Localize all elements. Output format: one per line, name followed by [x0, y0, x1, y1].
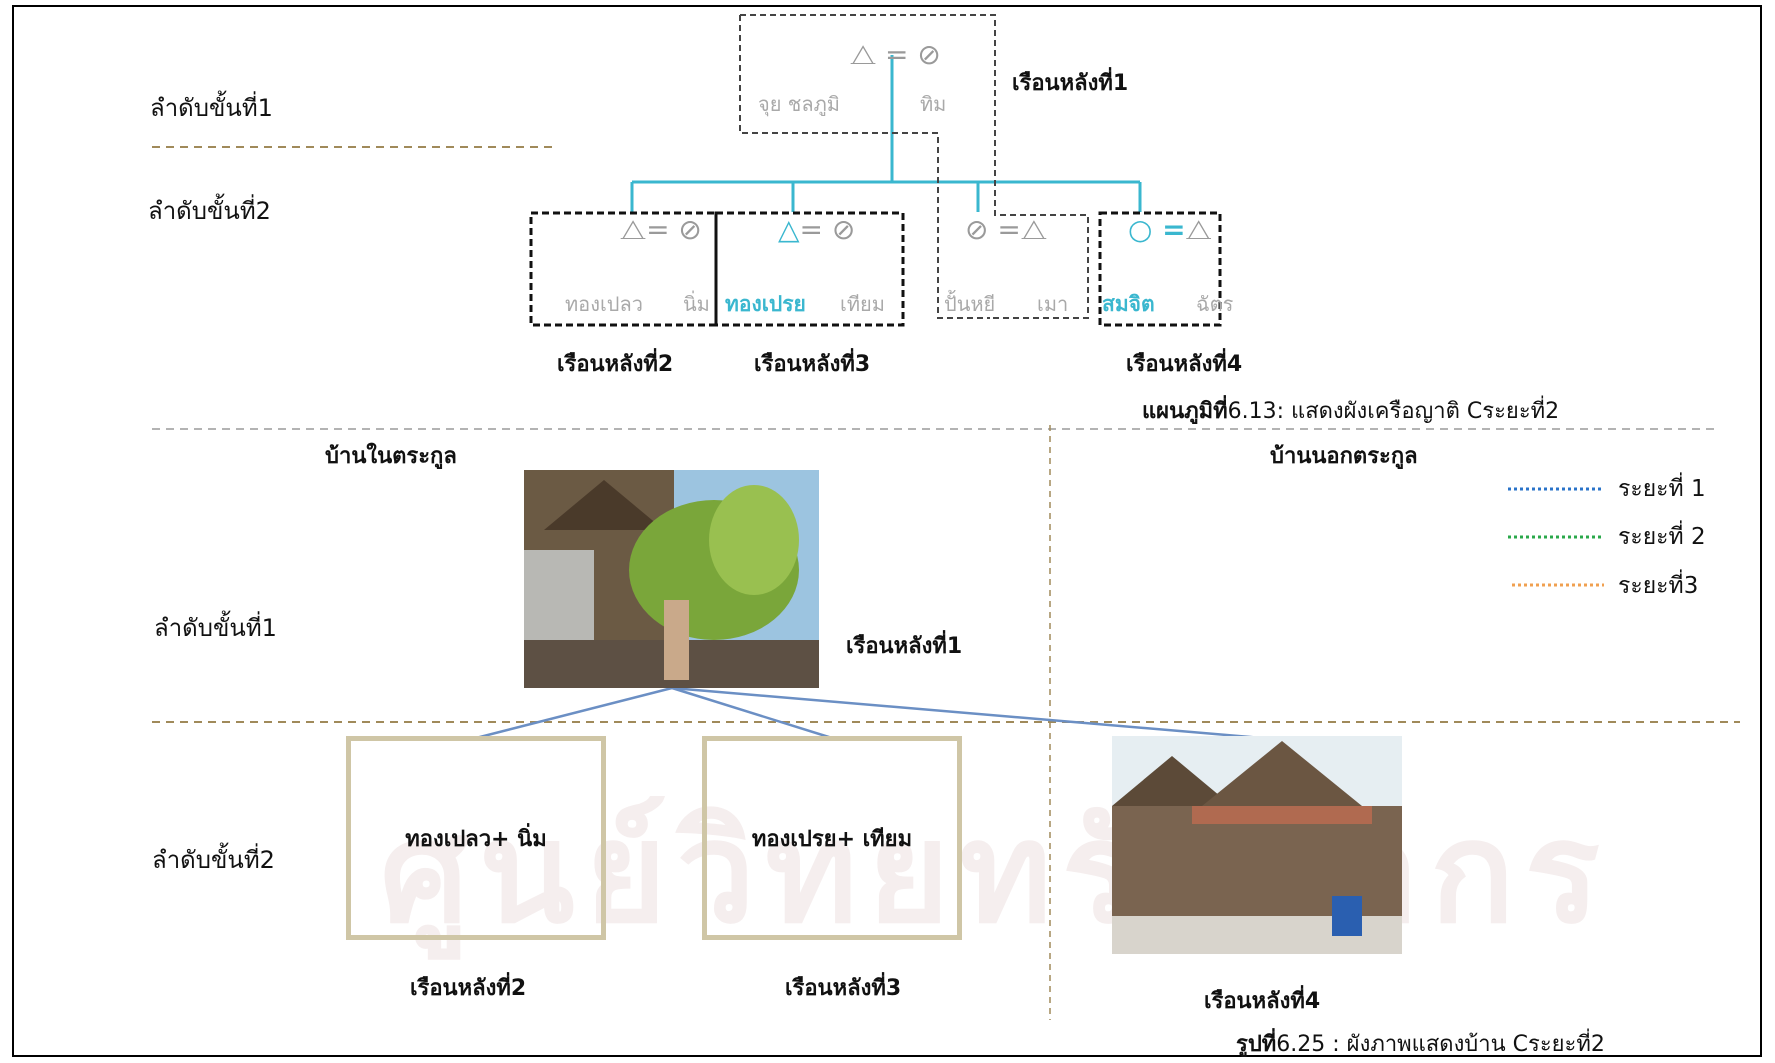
house-label: เรือนหลังที่4 [1126, 352, 1243, 377]
level-label: ลำดับขั้นที่1 [150, 94, 273, 122]
gen2-name: เทียม [840, 292, 885, 316]
house-label: เรือนหลังที่4 [1204, 989, 1321, 1014]
gen2-name: ทองเปรย [725, 292, 806, 316]
level-label: ลำดับขั้นที่1 [154, 614, 277, 642]
couple-symbol: △= ⊘ [778, 213, 856, 246]
gen2-name: เมา [1037, 292, 1069, 316]
inside-family-title: บ้านในตระกูล [325, 444, 457, 469]
couple-symbol: ⊘ =⧍ [965, 213, 1047, 246]
gen2-name: ปั้นหยี [944, 292, 996, 316]
gen2-name: ทองเปลว [565, 292, 643, 316]
house-label: เรือนหลังที่3 [754, 352, 871, 377]
figure-frame [12, 5, 1762, 1057]
gen2-name: ฉัตร [1196, 292, 1234, 316]
kinship-caption: แผนภูมิที่6.13: แสดงผังเครือญาติ Cระยะที… [1142, 399, 1560, 424]
male-deceased-symbol: ⧍ = ⊘ [850, 38, 941, 71]
house-label: เรือนหลังที่1 [1012, 71, 1129, 96]
legend-label: ระยะที่ 2 [1618, 524, 1706, 550]
gen1-right-name: ทิม [920, 92, 947, 116]
house-3-box: ทองเปรย+ เทียม [702, 736, 962, 940]
legend-label: ระยะที่3 [1618, 573, 1699, 599]
house-4-photo [1112, 736, 1402, 954]
house-label: เรือนหลังที่2 [410, 976, 527, 1001]
gen2-name: สมจิต [1102, 292, 1155, 316]
level-label: ลำดับขั้นที่2 [148, 197, 271, 225]
house-label: เรือนหลังที่3 [785, 976, 902, 1001]
house-label: เรือนหลังที่2 [557, 352, 674, 377]
house-label: เรือนหลังที่1 [846, 634, 963, 659]
house-2-box: ทองเปลว+ นิ่ม [346, 736, 606, 940]
outside-family-title: บ้านนอกตระกูล [1270, 444, 1418, 469]
gen1-left-name: จุย ชลภูมิ [758, 92, 840, 116]
level-label: ลำดับขั้นที่2 [152, 846, 275, 874]
house-1-photo [524, 470, 819, 688]
houses-caption: รูปที่6.25 : ผังภาพแสดงบ้าน Cระยะที่2 [1236, 1032, 1605, 1057]
couple-symbol: ○ =⧍ [1128, 213, 1212, 246]
gen2-name: นิ่ม [683, 292, 710, 316]
couple-symbol: ⧍= ⊘ [620, 213, 702, 246]
legend-label: ระยะที่ 1 [1618, 476, 1706, 502]
